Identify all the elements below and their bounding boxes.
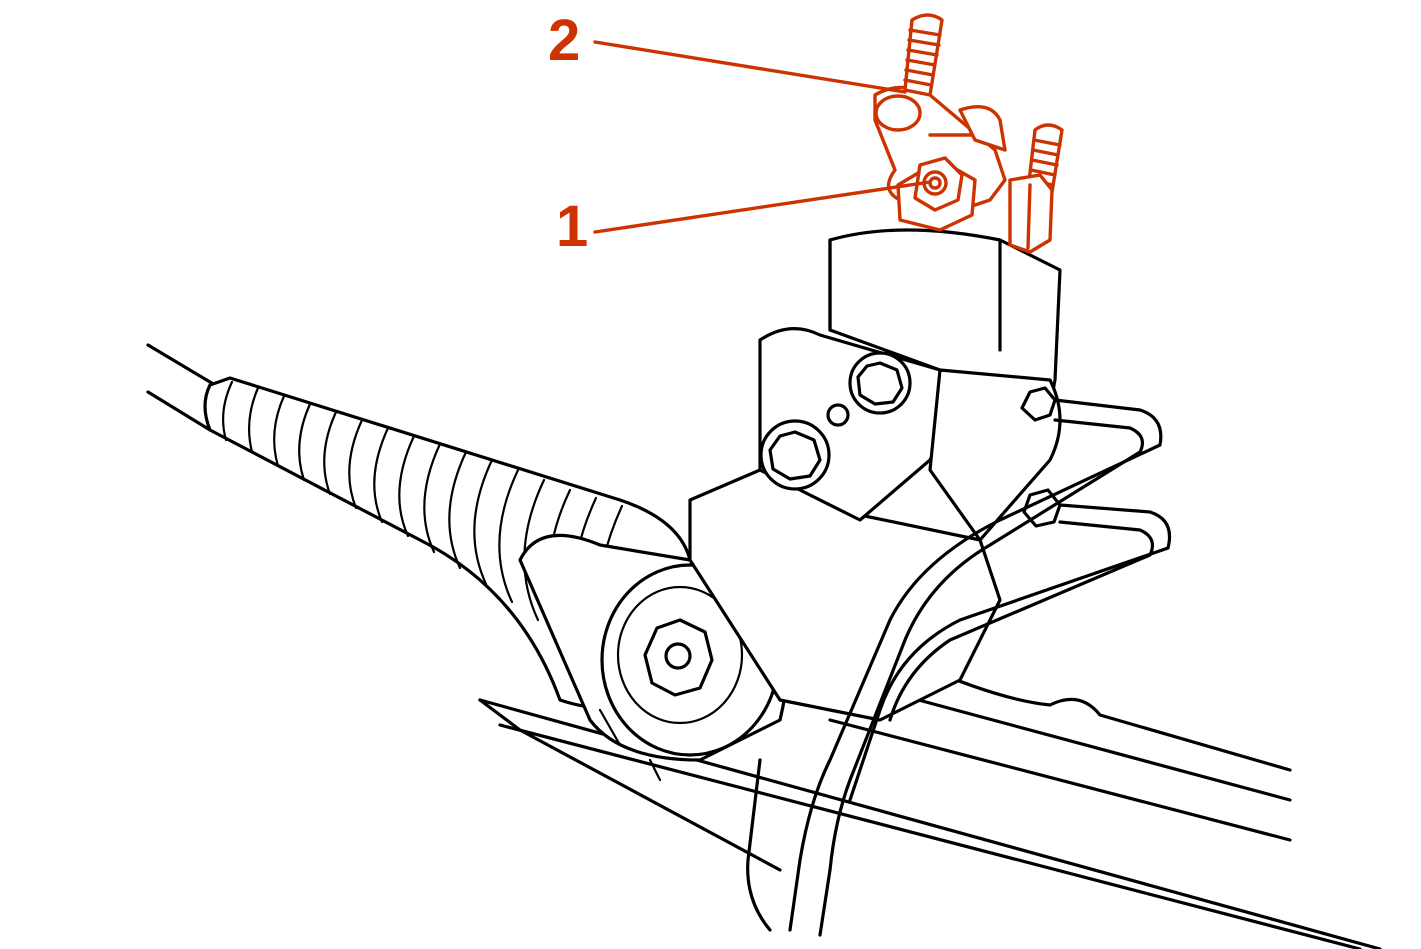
callout-label-1: 1	[556, 194, 589, 259]
callout-label-2: 2	[548, 8, 581, 73]
valve-body	[688, 228, 1062, 722]
nut-1	[913, 156, 964, 212]
stud-right	[1008, 123, 1064, 254]
tie-rod	[146, 343, 217, 432]
callout-1-leader	[593, 180, 932, 234]
hydraulic-lines	[746, 386, 1172, 937]
stud-2	[903, 13, 944, 97]
rack-tube	[478, 663, 1382, 949]
callout-2-leader	[593, 40, 907, 94]
